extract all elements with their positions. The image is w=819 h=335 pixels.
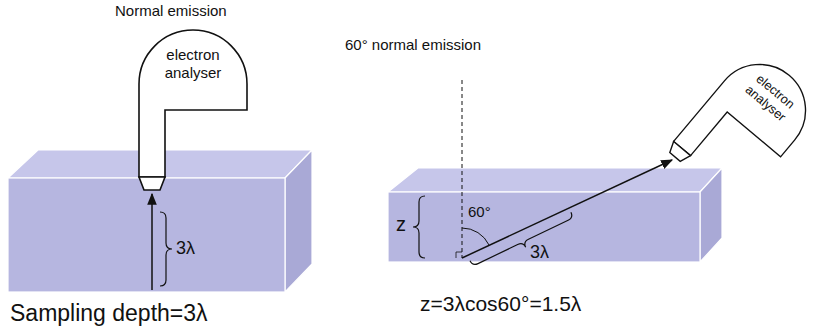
angle-arc bbox=[462, 228, 489, 245]
caption-equation: z=3λcos60°=1.5λ bbox=[420, 292, 581, 316]
analyser-nozzle bbox=[139, 177, 165, 190]
analyser-outline bbox=[659, 35, 819, 212]
analyser-label: electron analyser bbox=[143, 46, 243, 82]
z-brace bbox=[413, 196, 425, 258]
emission-arrow bbox=[462, 160, 672, 258]
path-brace bbox=[470, 212, 576, 271]
right-angle-mark bbox=[456, 252, 462, 258]
caption-equation: Sampling depth=3λ bbox=[10, 300, 208, 326]
electron-analyser: electron analyser bbox=[659, 35, 819, 212]
depth-symbol: z bbox=[396, 213, 406, 236]
analyser-body bbox=[139, 30, 247, 177]
panel-title: Normal emission bbox=[115, 2, 227, 19]
path-length-label: 3λ bbox=[530, 242, 549, 263]
panel-title: 60° normal emission bbox=[345, 36, 481, 53]
emission-arrow bbox=[151, 194, 153, 290]
angle-label: 60° bbox=[468, 203, 491, 220]
analyser-nozzle bbox=[667, 141, 691, 164]
depth-label: 3λ bbox=[176, 238, 195, 259]
analyser-body bbox=[674, 46, 819, 201]
surface-normal bbox=[462, 80, 463, 258]
electron-analyser: electron analyser bbox=[129, 22, 251, 192]
depth-brace bbox=[160, 212, 172, 286]
